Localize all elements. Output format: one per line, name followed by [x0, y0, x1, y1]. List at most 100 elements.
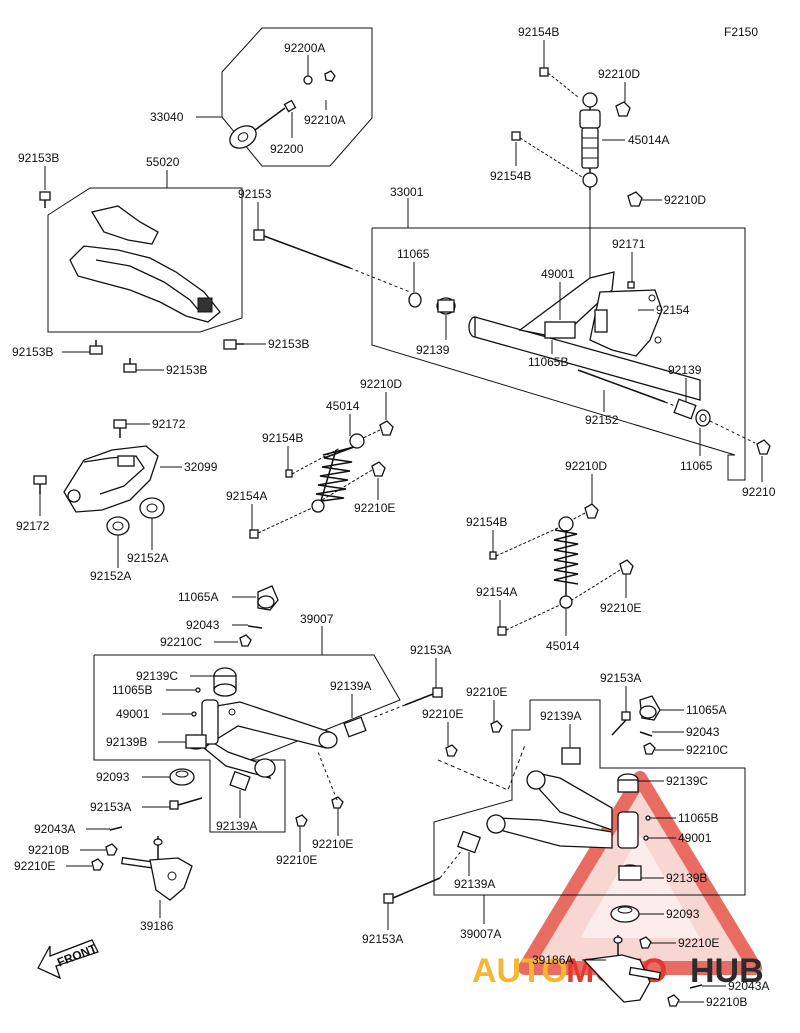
knuckle-39186A[interactable]	[582, 935, 662, 1003]
bushing-92093-r[interactable]	[610, 905, 640, 923]
label-92139A-l1: 92139A	[330, 679, 371, 693]
grommet-92152A-a[interactable]	[139, 497, 165, 519]
bolt-92172-b[interactable]	[33, 475, 47, 494]
bolt-92153B-b[interactable]	[89, 340, 103, 355]
collar-92139B-r[interactable]	[618, 864, 642, 881]
bolt-92153B-c[interactable]	[123, 358, 137, 373]
grommet-92152A-b[interactable]	[106, 516, 130, 536]
a-arm-39007A[interactable]	[486, 770, 639, 849]
nut-92210B-l[interactable]	[105, 843, 118, 856]
collar-92139-r[interactable]	[673, 398, 697, 420]
collar-92139A-r1[interactable]	[561, 747, 581, 765]
label-49001-l: 49001	[116, 707, 150, 721]
bolt-92153B-d[interactable]	[223, 339, 244, 350]
bolt-92153B-a[interactable]	[39, 191, 51, 208]
knuckle-39186[interactable]	[121, 836, 193, 901]
nut-92210E-l[interactable]	[91, 858, 104, 871]
label-92210: 92210	[742, 485, 776, 499]
nut-92210C-l[interactable]	[239, 634, 252, 647]
pin-49001-r[interactable]	[643, 835, 649, 841]
nut-92210E-s1[interactable]	[321, 461, 386, 501]
nut-92210E-l3[interactable]	[317, 751, 344, 809]
label-92154B-s2: 92154B	[466, 515, 507, 529]
group-frames	[47, 27, 746, 896]
guard-55020[interactable]	[69, 205, 221, 323]
bolt-92172-a[interactable]	[113, 419, 127, 438]
frame-39007	[93, 654, 401, 833]
shock-45014-right[interactable]	[553, 516, 579, 609]
bushing-92093-l[interactable]	[169, 768, 195, 786]
pin-92043-l[interactable]	[247, 625, 263, 629]
label-92210C-r: 92210C	[686, 743, 728, 757]
pin-92043A-r[interactable]	[689, 984, 703, 989]
label-92139B-r: 92139B	[666, 871, 707, 885]
bolt-92154B-mid[interactable]	[511, 131, 583, 178]
bushing-11065-r[interactable]	[695, 409, 756, 444]
bolt-92154B-s1[interactable]	[285, 447, 341, 478]
bushing-11065A-r[interactable]	[639, 695, 661, 721]
collar-92139C-r[interactable]	[617, 773, 639, 793]
label-32099: 32099	[184, 460, 218, 474]
label-92153A-l: 92153A	[410, 643, 451, 657]
part-33040[interactable]	[226, 70, 336, 153]
label-92171: 92171	[612, 237, 646, 251]
label-11065A-l: 11065A	[178, 590, 218, 604]
nut-92210D-mid[interactable]	[627, 191, 643, 207]
bushing-11065-top[interactable]	[408, 292, 422, 308]
a-arm-39007[interactable]	[201, 699, 338, 779]
bolt-92154B-top[interactable]	[539, 67, 579, 98]
collar-92139C-l[interactable]	[213, 667, 237, 697]
nut-92210E-r1[interactable]	[490, 720, 503, 733]
label-92043A-r: 92043A	[728, 979, 769, 993]
label-92153B-b: 92153B	[12, 345, 53, 359]
shock-45014-left[interactable]	[311, 433, 365, 513]
nut-92210D-s1[interactable]	[362, 420, 394, 439]
pin-11065B-l[interactable]	[195, 687, 201, 693]
pin-11065B-r[interactable]	[645, 815, 651, 821]
nut-92210E-s2[interactable]	[571, 559, 634, 601]
bushing-11065A-l[interactable]	[257, 585, 279, 611]
pin-92043A-l[interactable]	[109, 826, 123, 831]
label-11065A-r: 11065A	[686, 703, 726, 717]
nut-92210E-r3[interactable]	[639, 936, 652, 949]
diagram-code: F2150	[724, 25, 758, 39]
nut-92210[interactable]	[756, 439, 771, 455]
nut-92210E-r2[interactable]	[445, 744, 458, 757]
collar-92139A-l2[interactable]	[229, 770, 251, 792]
collar-92139B-l[interactable]	[185, 734, 207, 750]
pin-49001-l[interactable]	[191, 711, 197, 717]
leader-lines	[39, 40, 763, 1003]
label-92139A-r1: 92139A	[540, 709, 581, 723]
bolt-92171[interactable]	[627, 281, 635, 289]
bolt-92153A-l[interactable]	[371, 687, 443, 719]
nut-92210C-r[interactable]	[643, 742, 656, 755]
frame-39007A-dash	[437, 744, 526, 791]
label-33001: 33001	[390, 185, 424, 199]
nut-92210D-top[interactable]	[615, 101, 631, 117]
label-92210D-mid: 92210D	[664, 193, 706, 207]
rod-92153[interactable]	[253, 229, 411, 293]
label-92153A-r: 92153A	[600, 671, 641, 685]
bolt-92154B-s2[interactable]	[489, 527, 559, 560]
collar-92139A-r2[interactable]	[456, 830, 482, 854]
bolt-92153A-l2[interactable]	[169, 797, 203, 810]
nut-92210B-r[interactable]	[667, 994, 680, 1007]
bolt-92154A-s2[interactable]	[497, 604, 561, 636]
label-92154B-s1: 92154B	[262, 431, 303, 445]
frame-39007A	[433, 699, 746, 896]
label-39186: 39186	[140, 919, 174, 933]
bolt-92153A-r[interactable]	[611, 711, 631, 736]
label-33040: 33040	[150, 110, 184, 124]
label-55020: 55020	[146, 155, 180, 169]
nut-92210E-l2[interactable]	[295, 814, 308, 827]
collar-92139A-l1[interactable]	[343, 716, 367, 738]
pin-92043-r[interactable]	[639, 731, 653, 737]
nut-92210D-s2[interactable]	[571, 503, 599, 521]
label-39007: 39007	[300, 612, 334, 626]
bolt-92154A-s1[interactable]	[249, 507, 313, 539]
shock-45014A[interactable]	[579, 92, 601, 282]
collar-92139-top[interactable]	[436, 297, 456, 315]
swingarm-33001[interactable]	[468, 271, 701, 401]
label-92139-r: 92139	[668, 363, 702, 377]
guard-32099[interactable]	[63, 445, 159, 513]
